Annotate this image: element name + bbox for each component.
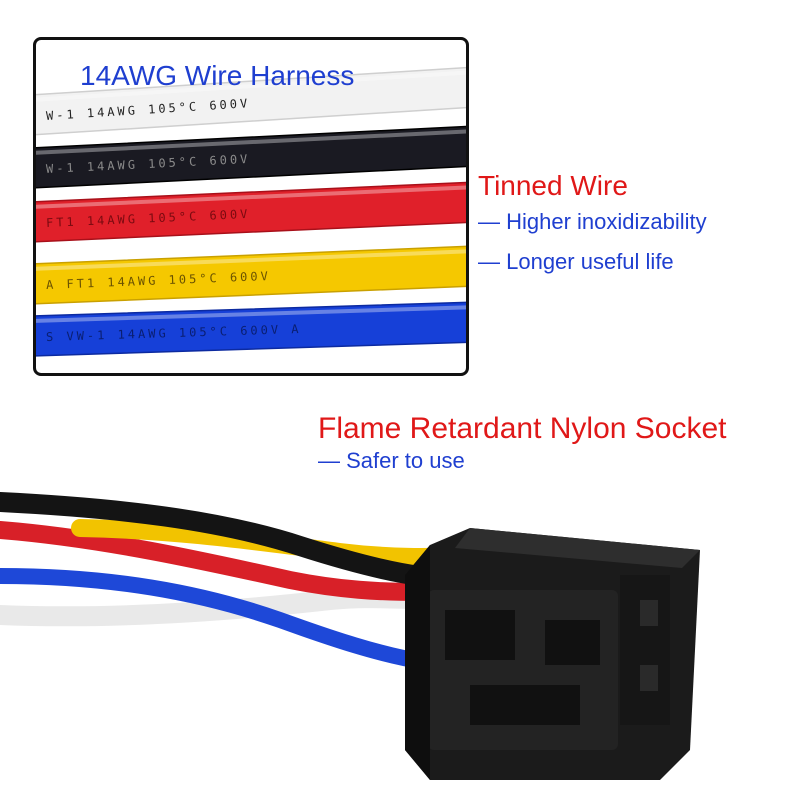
wire-highlight-1 bbox=[36, 70, 466, 102]
tinned-wire-point-2: — Longer useful life bbox=[478, 249, 674, 274]
wire-strand-5 bbox=[36, 301, 466, 357]
tinned-wire-point-1: — Higher inoxidizability bbox=[478, 209, 707, 234]
wire-highlight-2 bbox=[36, 129, 466, 155]
nylon-socket bbox=[405, 528, 700, 780]
relay-socket-photo bbox=[0, 492, 700, 780]
tinned-wire-callout: Tinned Wire — Higher inoxidizability — L… bbox=[478, 169, 707, 275]
socket-point-1: — Safer to use bbox=[318, 448, 465, 473]
panel-title: 14AWG Wire Harness bbox=[80, 60, 355, 91]
wire-strand-3 bbox=[36, 181, 466, 243]
blue-wire bbox=[0, 568, 433, 670]
black-wire bbox=[0, 492, 430, 586]
wire-strand-1 bbox=[36, 66, 466, 136]
wire-highlight-3 bbox=[36, 185, 466, 209]
socket-callout: Flame Retardant Nylon Socket — Safer to … bbox=[318, 412, 727, 474]
wire-highlight-4 bbox=[36, 249, 466, 271]
wire-highlight-5 bbox=[36, 305, 466, 323]
socket-title: Flame Retardant Nylon Socket bbox=[318, 412, 727, 445]
red-wire bbox=[0, 521, 429, 601]
tinned-wire-title: Tinned Wire bbox=[478, 170, 628, 201]
wire-strand-4 bbox=[36, 245, 466, 305]
wire-strand-2 bbox=[36, 125, 466, 189]
